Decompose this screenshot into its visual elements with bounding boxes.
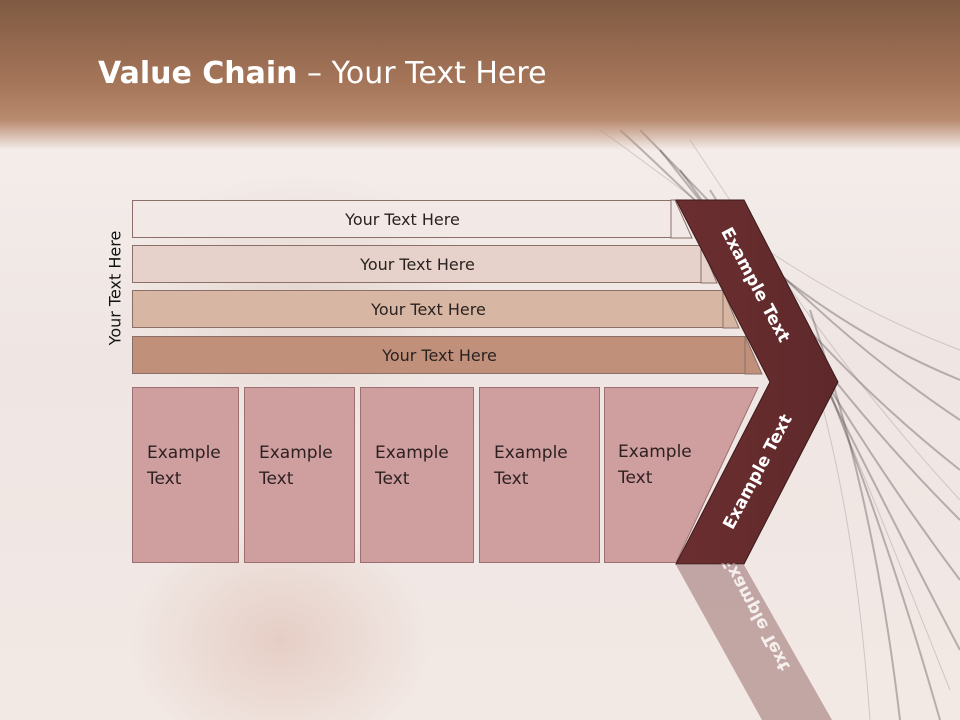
bar-4-label: Your Text Here (382, 346, 497, 365)
chevron-arrow (675, 199, 839, 565)
bar-3-label: Your Text Here (371, 300, 486, 319)
box-3-label: Example Text (375, 443, 449, 489)
box-5-shape (604, 387, 759, 563)
bar-4: Your Text Here (132, 336, 746, 374)
box-3: Example Text (360, 387, 474, 563)
box-2: Example Text (244, 387, 355, 563)
bar-2: Your Text Here (132, 245, 702, 283)
box-4-label: Example Text (494, 443, 568, 489)
bar-2-label: Your Text Here (360, 255, 475, 274)
title-bold: Value Chain (98, 56, 298, 91)
box-5-label: Example Text (618, 442, 692, 488)
box-1: Example Text (132, 387, 239, 563)
header-band (0, 0, 960, 150)
bar-3: Your Text Here (132, 290, 724, 328)
box-5: Example Text (604, 387, 704, 563)
box-4: Example Text (479, 387, 600, 563)
bar-1-label: Your Text Here (345, 210, 460, 229)
title-rest: – Your Text Here (297, 56, 547, 91)
box-1-label: Example Text (147, 443, 221, 489)
chevron-reflection: Example Text (672, 563, 842, 720)
bar-1: Your Text Here (132, 200, 672, 238)
box-2-label: Example Text (259, 443, 333, 489)
page-title: Value Chain – Your Text Here (98, 54, 547, 94)
